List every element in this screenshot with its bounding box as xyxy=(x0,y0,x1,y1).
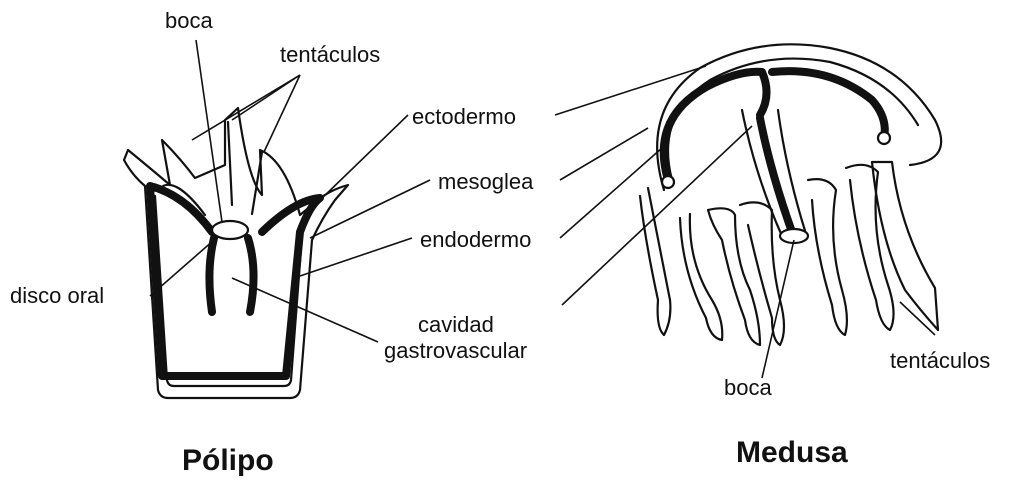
label-ectodermo: ectodermo xyxy=(412,104,516,129)
polyp-tentacle-mid xyxy=(228,122,232,205)
medusa-tentacle-6 xyxy=(846,165,894,330)
label-polyp-tentaculos: tentáculos xyxy=(280,42,380,67)
medusa-tentacle-1 xyxy=(640,188,670,335)
label-medusa-tentaculos: tentáculos xyxy=(890,348,990,373)
label-disco-oral: disco oral xyxy=(10,283,104,308)
label-mesoglea: mesoglea xyxy=(438,169,534,194)
leader-polyp-tentaculos-a xyxy=(192,75,300,140)
medusa-figure xyxy=(640,44,941,345)
title-polyp: Pólipo xyxy=(182,444,274,477)
polyp-pharynx-left xyxy=(209,238,214,312)
medusa-bell-outer xyxy=(657,44,941,190)
leader-ecto-polyp xyxy=(318,115,408,202)
medusa-tentacle-2 xyxy=(680,214,722,340)
medusa-tentacle-7 xyxy=(872,162,938,330)
label-endodermo: endodermo xyxy=(420,227,531,252)
medusa-canal-right xyxy=(878,132,890,144)
polyp-pharynx-right xyxy=(248,238,254,312)
polyp-oral-disc xyxy=(212,221,248,239)
medusa-tentacle-5 xyxy=(808,179,847,335)
leader-endo-polyp xyxy=(300,238,412,276)
medusa-canal-left xyxy=(662,176,674,188)
leader-lines xyxy=(150,40,935,378)
medusa-manubrium xyxy=(760,118,792,232)
leader-medusa-boca xyxy=(762,240,794,378)
label-polyp-boca: boca xyxy=(165,8,213,33)
label-cavidad-line1: cavidad xyxy=(418,312,494,337)
label-cavidad-line2: gastrovascular xyxy=(384,338,527,363)
leader-polyp-boca xyxy=(196,40,222,222)
medusa-tentacle-3 xyxy=(708,208,760,345)
label-medusa-boca: boca xyxy=(724,375,772,400)
medusa-endoderm-right xyxy=(772,71,885,138)
title-medusa: Medusa xyxy=(736,436,848,469)
polyp-figure xyxy=(124,108,348,398)
